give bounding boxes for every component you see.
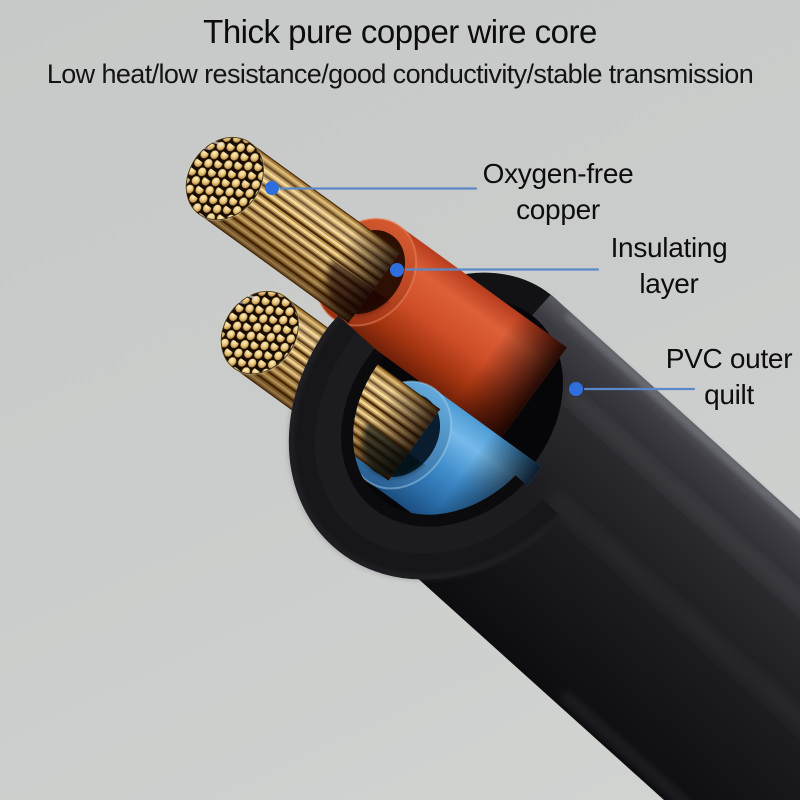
callout-label-copper: Oxygen-free copper [448, 156, 668, 228]
callout-label-copper-line2: copper [516, 194, 600, 225]
callout-label-copper-line1: Oxygen-free [482, 158, 634, 189]
callout-label-insulation-line2: layer [639, 268, 699, 299]
callout-leaders [265, 181, 696, 396]
callout-label-insulation-line1: Insulating [610, 232, 728, 263]
callout-dot-copper [265, 181, 279, 195]
callout-label-pvc-line1: PVC outer [665, 343, 793, 374]
callout-dot-insulation [390, 263, 404, 277]
callout-label-pvc-line2: quilt [704, 379, 754, 410]
page-subtitle: Low heat/low resistance/good conductivit… [46, 59, 754, 89]
callout-dot-pvc [569, 382, 583, 396]
page-title: Thick pure copper wire core [203, 13, 597, 50]
callout-label-insulation: Insulating layer [559, 230, 779, 302]
callout-label-pvc: PVC outer quilt [619, 341, 800, 413]
